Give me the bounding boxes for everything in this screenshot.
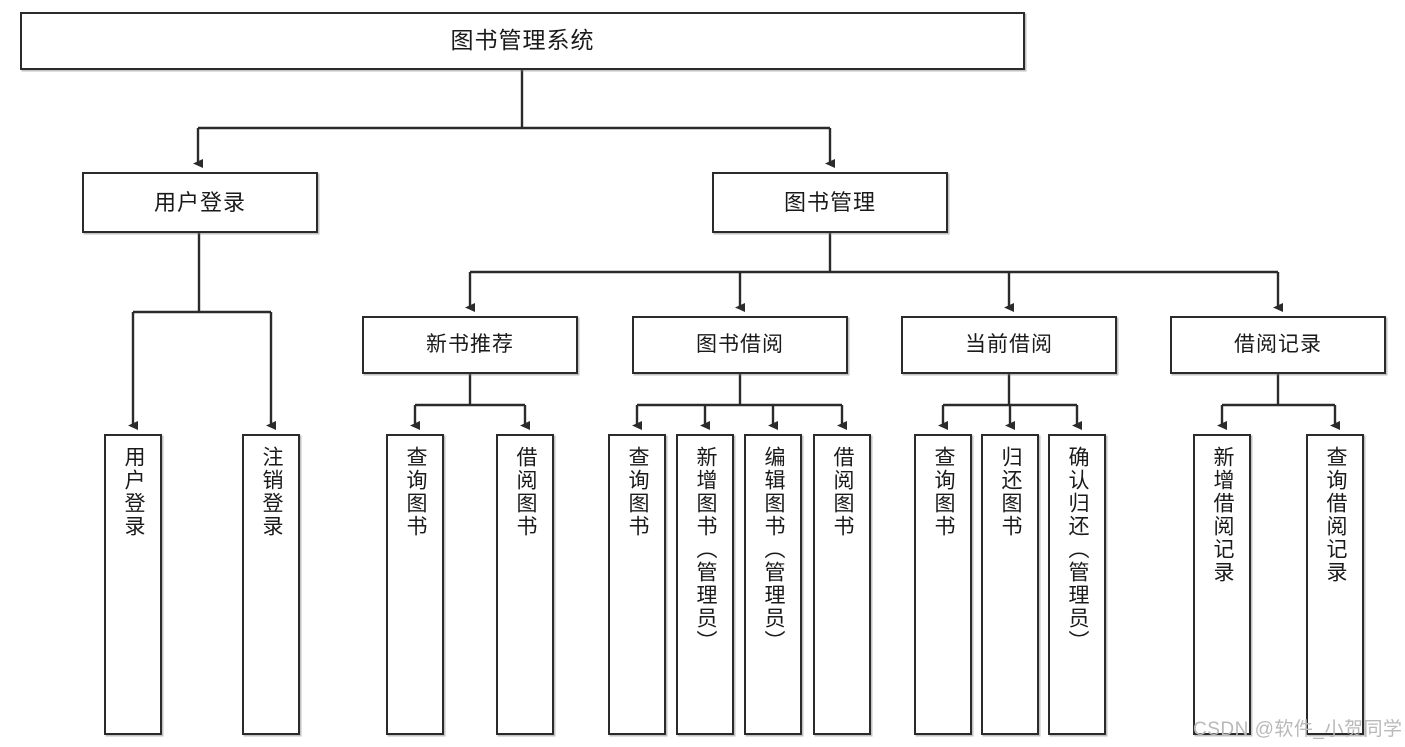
leaf-borrow-book-1[interactable]: 借阅图书 xyxy=(496,434,554,735)
node-root-label: 图书管理系统 xyxy=(450,27,595,54)
node-new-book-rec[interactable]: 新书推荐 xyxy=(362,316,578,374)
leaf-add-record-label: 新增借阅记录 xyxy=(1211,446,1235,584)
leaf-query-record-label: 查询借阅记录 xyxy=(1324,446,1348,584)
leaf-query-book-3-label: 查询图书 xyxy=(932,446,956,538)
leaf-confirm-return-label: 确认归还（管理员） xyxy=(1066,446,1090,653)
node-borrow-record-label: 借阅记录 xyxy=(1234,332,1322,356)
leaf-confirm-return[interactable]: 确认归还（管理员） xyxy=(1048,434,1106,735)
leaf-add-book[interactable]: 新增图书（管理员） xyxy=(676,434,734,735)
leaf-query-record[interactable]: 查询借阅记录 xyxy=(1306,434,1364,735)
leaf-return-book-label: 归还图书 xyxy=(999,446,1023,538)
node-book-borrow-label: 图书借阅 xyxy=(696,332,784,356)
leaf-borrow-book-2-label: 借阅图书 xyxy=(831,446,855,538)
leaf-query-book-2[interactable]: 查询图书 xyxy=(608,434,666,735)
node-current-borrow-label: 当前借阅 xyxy=(965,332,1053,356)
leaf-logout-label: 注销登录 xyxy=(260,446,284,538)
leaf-query-book-3[interactable]: 查询图书 xyxy=(914,434,972,735)
node-user-login[interactable]: 用户登录 xyxy=(82,172,318,233)
leaf-add-book-label: 新增图书（管理员） xyxy=(694,446,718,653)
node-book-borrow[interactable]: 图书借阅 xyxy=(632,316,848,374)
leaf-query-book-2-label: 查询图书 xyxy=(626,446,650,538)
leaf-return-book[interactable]: 归还图书 xyxy=(981,434,1039,735)
node-book-manage-label: 图书管理 xyxy=(783,189,876,215)
node-current-borrow[interactable]: 当前借阅 xyxy=(901,316,1117,374)
leaf-edit-book[interactable]: 编辑图书（管理员） xyxy=(744,434,802,735)
leaf-user-login[interactable]: 用户登录 xyxy=(104,434,162,735)
leaf-add-record[interactable]: 新增借阅记录 xyxy=(1193,434,1251,735)
leaf-logout[interactable]: 注销登录 xyxy=(242,434,300,735)
node-borrow-record[interactable]: 借阅记录 xyxy=(1170,316,1386,374)
leaf-query-book-1-label: 查询图书 xyxy=(404,446,428,538)
node-root[interactable]: 图书管理系统 xyxy=(20,12,1025,70)
node-new-book-rec-label: 新书推荐 xyxy=(426,332,514,356)
csdn-watermark: CSDN @软件_小贺同学 xyxy=(1193,719,1403,740)
leaf-user-login-label: 用户登录 xyxy=(122,446,146,538)
leaf-borrow-book-1-label: 借阅图书 xyxy=(514,446,538,538)
leaf-query-book-1[interactable]: 查询图书 xyxy=(386,434,444,735)
node-user-login-label: 用户登录 xyxy=(153,189,246,215)
leaf-edit-book-label: 编辑图书（管理员） xyxy=(762,446,786,653)
node-book-manage[interactable]: 图书管理 xyxy=(712,172,948,233)
leaf-borrow-book-2[interactable]: 借阅图书 xyxy=(813,434,871,735)
